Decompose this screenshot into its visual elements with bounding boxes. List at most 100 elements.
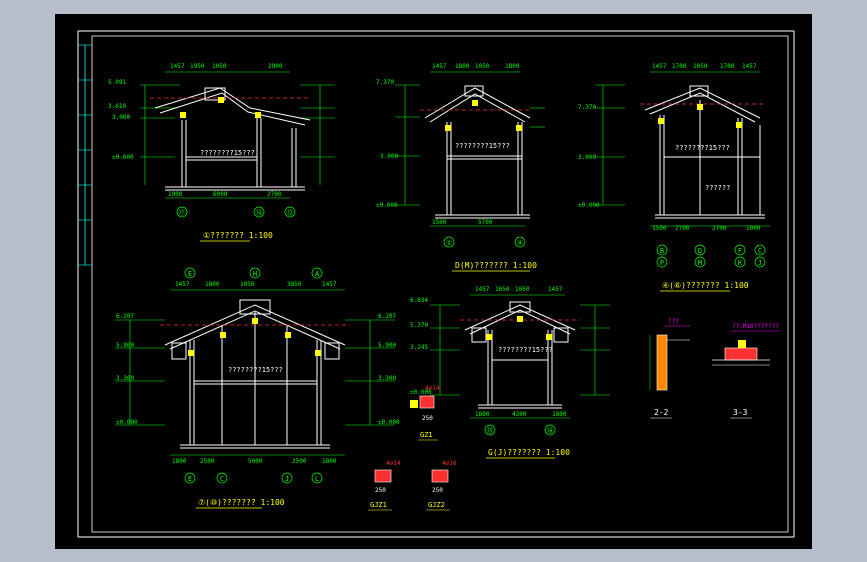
section-5-width-2: 4200 xyxy=(512,411,527,418)
section-1-axis-2: ⑭ xyxy=(256,209,263,217)
section-3-axis2-2: M xyxy=(698,259,702,267)
section-1-top-dim-3: 1050 xyxy=(212,63,227,70)
detail-2-2-note: ??? xyxy=(668,318,679,325)
section-3-axis-2: D xyxy=(698,247,702,255)
section-1-width-2: 6000 xyxy=(213,191,228,198)
column-gjz1-rebar: 4⌀14 xyxy=(386,460,401,467)
section-4-level-r2: 5.900 xyxy=(378,342,396,349)
section-1-level-2: 3.610 xyxy=(108,103,126,110)
section-3-level-2: 3.000 xyxy=(578,154,596,161)
section-4-top-axis-1: E xyxy=(188,270,192,278)
section-1-level-1: 5.091 xyxy=(108,79,126,86)
section-5-level-4: ±0.000 xyxy=(410,389,432,396)
section-2-width-2: 5700 xyxy=(478,219,493,226)
section-3-width-3: 2700 xyxy=(712,225,727,232)
section-3: ????????15??? ?????? 7.370 3.000 ±0.000 … xyxy=(578,63,770,292)
section-5: ????????15??? 6.834 5.370 3.245 ±0.000 1… xyxy=(410,286,610,459)
column-gz1-rebar: 4⌀14 xyxy=(425,385,440,392)
section-5-top-dim-3: 1050 xyxy=(515,286,530,293)
section-3-axis2-1: P xyxy=(660,259,664,267)
section-5-title: G(J)??????? 1:100 xyxy=(488,448,570,457)
section-4-note: ????????15??? xyxy=(228,366,283,374)
section-2-level-2: 3.000 xyxy=(380,153,398,160)
section-3-wall-note: ?????? xyxy=(705,184,730,192)
column-gjz2-size: 250 xyxy=(432,487,443,494)
section-4: E H A xyxy=(115,267,400,509)
section-3-top-dim-3: 1050 xyxy=(693,63,708,70)
section-5-axis-1: ⑮ xyxy=(487,427,494,435)
detail-3-3-note: ??.M10??????? xyxy=(732,323,779,330)
section-4-level-r4: ±0.000 xyxy=(378,419,400,426)
section-2-level-1: 7.370 xyxy=(376,79,394,86)
section-5-note: ????????15??? xyxy=(498,346,553,354)
detail-2-2-label: 2-2 xyxy=(654,408,669,417)
section-5-level-2: 5.370 xyxy=(410,322,428,329)
section-3-width-4: 1000 xyxy=(746,225,761,232)
section-4-width-5: 1800 xyxy=(322,458,337,465)
section-1: ????????15??? 5.091 3.610 3.000 ±0.000 1… xyxy=(108,63,335,242)
column-gjz2: 4⌀16 250 GJZ2 xyxy=(426,460,457,511)
section-2-width-1: 1500 xyxy=(432,219,447,226)
detail-3-3-label: 3-3 xyxy=(733,408,748,417)
section-3-level-1: 7.370 xyxy=(578,104,596,111)
column-gjz2-label: GJZ2 xyxy=(428,501,445,509)
column-gjz1-size: 250 xyxy=(375,487,386,494)
detail-3-3: ??.M10??????? 3-3 xyxy=(712,323,780,419)
section-3-axis-3: F xyxy=(738,247,742,255)
section-3-title: ④(⑥)??????? 1:100 xyxy=(662,281,749,290)
section-3-top-dim-2: 1700 xyxy=(672,63,687,70)
section-1-note: ????????15??? xyxy=(200,149,255,157)
section-5-level-1: 6.834 xyxy=(410,297,428,304)
section-3-note: ????????15??? xyxy=(675,144,730,152)
section-1-top-dim-1: 1457 xyxy=(170,63,185,70)
section-5-width-1: 1800 xyxy=(475,411,490,418)
section-4-title: ⑦(⑩)??????? 1:100 xyxy=(198,498,285,507)
section-2-level-3: ±0.000 xyxy=(376,202,398,209)
section-1-width-3: 2700 xyxy=(267,191,282,198)
section-2-axis-1: ① xyxy=(446,239,452,247)
section-1-axis-1: ⑰ xyxy=(179,209,186,217)
section-4-top-dim-1: 1457 xyxy=(175,281,190,288)
column-gz1-label: GZ1 xyxy=(420,431,433,439)
section-2-top-dim-4: 1800 xyxy=(505,63,520,70)
section-4-width-1: 1800 xyxy=(172,458,187,465)
section-4-top-axis-3: A xyxy=(315,270,320,278)
sheet-inner-border xyxy=(91,35,789,533)
section-4-level-r3: 3.300 xyxy=(378,375,396,382)
section-4-axis-2: C xyxy=(220,475,224,483)
section-5-top-dim-2: 1050 xyxy=(495,286,510,293)
section-3-level-3: ±0.000 xyxy=(578,202,600,209)
section-3-axis-4: C xyxy=(758,247,762,255)
section-2-top-dim-3: 1050 xyxy=(475,63,490,70)
section-4-level-4: ±0.000 xyxy=(116,419,138,426)
section-5-level-3: 3.245 xyxy=(410,344,428,351)
section-1-axis-3: ⑫ xyxy=(287,209,294,217)
section-3-top-dim-1: 1457 xyxy=(652,63,667,70)
section-1-title: ①??????? 1:100 xyxy=(203,231,273,240)
section-2-title: D(M)??????? 1:100 xyxy=(455,261,537,270)
section-1-width-1: 1900 xyxy=(168,191,183,198)
section-4-level-3: 3.300 xyxy=(116,375,134,382)
section-4-axis-1: E xyxy=(188,475,192,483)
section-5-width-3: 1800 xyxy=(552,411,567,418)
section-3-axis-1: B xyxy=(660,247,664,255)
section-1-level-3: 3.000 xyxy=(112,114,130,121)
section-3-top-dim-4: 1700 xyxy=(720,63,735,70)
column-gjz1-label: GJZ1 xyxy=(370,501,387,509)
section-1-top-dim-2: 1950 xyxy=(190,63,205,70)
section-4-axis-4: L xyxy=(315,475,319,483)
section-4-top-dim-3: 1050 xyxy=(240,281,255,288)
section-4-top-dim-2: 1800 xyxy=(205,281,220,288)
section-4-top-axis-2: H xyxy=(253,270,257,278)
section-5-top-dim-4: 1457 xyxy=(548,286,563,293)
section-4-level-r1: 6.207 xyxy=(378,313,396,320)
section-4-top-dim-4: 3850 xyxy=(287,281,302,288)
column-gz1: 4⌀14 250 GZ1 xyxy=(410,385,440,441)
section-4-width-4: 2500 xyxy=(292,458,307,465)
column-gjz1: 4⌀14 250 GJZ1 xyxy=(368,460,401,511)
section-2-top-dim-1: 1457 xyxy=(432,63,447,70)
section-4-width-3: 5000 xyxy=(248,458,263,465)
detail-2-2: ??? 2-2 xyxy=(649,318,690,419)
section-4-axis-3: J xyxy=(285,475,289,483)
